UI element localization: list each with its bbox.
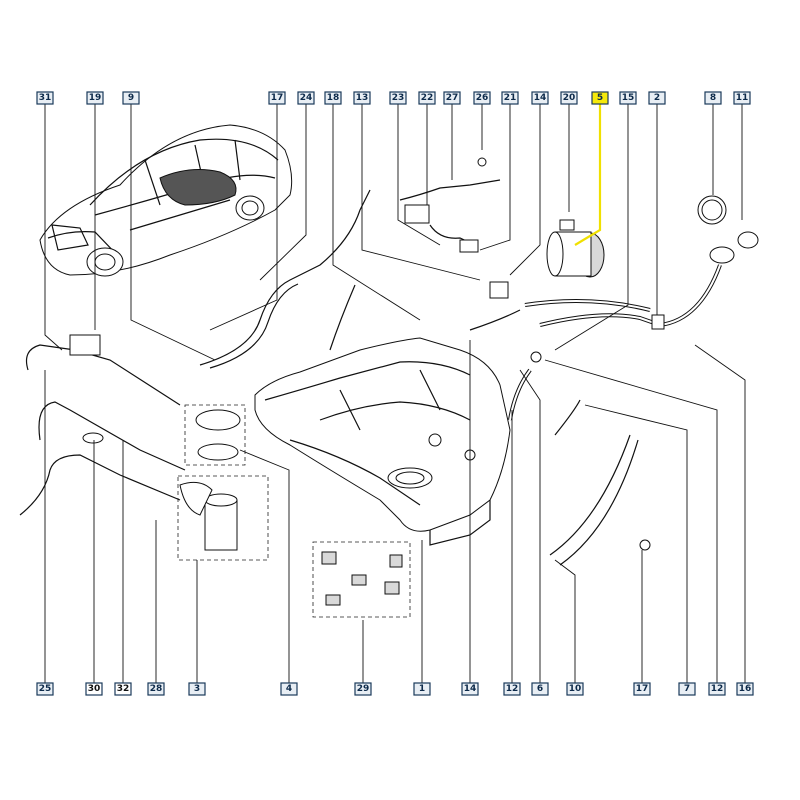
callout-text: 23 (392, 93, 405, 103)
fuel-lines-left (19, 334, 186, 516)
fuel-pump-module (177, 404, 269, 561)
callout-21[interactable]: 21 (501, 91, 519, 105)
callout-text: 6 (537, 684, 543, 694)
callout-text: 5 (597, 93, 603, 103)
callout-text: 4 (286, 684, 292, 694)
callout-text: 1 (419, 684, 425, 694)
callout-12-bottom-b[interactable]: 12 (708, 682, 726, 696)
callout-11[interactable]: 11 (733, 91, 751, 105)
callout-22[interactable]: 22 (418, 91, 436, 105)
callout-text: 13 (356, 93, 369, 103)
pads-kit (312, 541, 411, 618)
callout-text: 2 (654, 93, 660, 103)
callout-12-bottom-a[interactable]: 12 (503, 682, 521, 696)
callout-text: 29 (357, 684, 370, 694)
callout-17-top[interactable]: 17 (268, 91, 286, 105)
callout-text: 17 (271, 93, 284, 103)
callout-27[interactable]: 27 (443, 91, 461, 105)
callout-text: 8 (710, 93, 716, 103)
callout-14-bottom[interactable]: 14 (461, 682, 479, 696)
callout-text: 20 (563, 93, 576, 103)
hoses-straps-right (508, 351, 651, 566)
fuel-tank (254, 337, 511, 546)
callout-text: 25 (39, 684, 52, 694)
callout-text: 21 (504, 93, 517, 103)
callout-23[interactable]: 23 (389, 91, 407, 105)
bottom-callouts: 25 30 32 28 3 4 29 1 14 12 6 10 17 7 12 … (36, 682, 754, 696)
top-callouts: 31 19 9 17 24 18 13 23 22 27 26 21 14 20… (36, 91, 751, 105)
callout-text: 14 (464, 684, 477, 694)
callout-text: 16 (739, 684, 752, 694)
callout-19[interactable]: 19 (86, 91, 104, 105)
callout-30[interactable]: 30 (85, 682, 103, 696)
callout-text: 32 (117, 684, 130, 694)
callout-text: 26 (476, 93, 489, 103)
callout-1[interactable]: 1 (413, 682, 431, 696)
callout-2[interactable]: 2 (648, 91, 666, 105)
callout-18[interactable]: 18 (324, 91, 342, 105)
callout-32[interactable]: 32 (114, 682, 132, 696)
callout-10[interactable]: 10 (566, 682, 584, 696)
callout-text: 24 (300, 93, 313, 103)
callout-text: 12 (506, 684, 519, 694)
filler-neck (524, 195, 759, 330)
callout-15[interactable]: 15 (619, 91, 637, 105)
callout-text: 31 (39, 93, 52, 103)
leader-lines (44, 104, 746, 683)
charcoal-canister (546, 219, 605, 278)
callout-8[interactable]: 8 (704, 91, 722, 105)
callout-16[interactable]: 16 (736, 682, 754, 696)
callout-5-highlighted[interactable]: 5 (591, 91, 609, 105)
callout-13[interactable]: 13 (353, 91, 371, 105)
callout-4[interactable]: 4 (280, 682, 298, 696)
callout-7[interactable]: 7 (678, 682, 696, 696)
callout-text: 12 (711, 684, 724, 694)
callout-text: 10 (569, 684, 582, 694)
callout-text: 18 (327, 93, 340, 103)
callout-text: 15 (622, 93, 635, 103)
callout-text: 7 (684, 684, 690, 694)
callout-text: 30 (88, 684, 101, 694)
callout-text: 28 (150, 684, 163, 694)
callout-text: 3 (194, 684, 200, 694)
callout-26[interactable]: 26 (473, 91, 491, 105)
callout-3[interactable]: 3 (188, 682, 206, 696)
callout-25[interactable]: 25 (36, 682, 54, 696)
callout-6[interactable]: 6 (531, 682, 549, 696)
callout-29[interactable]: 29 (354, 682, 372, 696)
callout-text: 14 (534, 93, 547, 103)
car-illustration (39, 124, 293, 277)
callout-text: 19 (89, 93, 102, 103)
callout-9[interactable]: 9 (122, 91, 140, 105)
vent-hoses (199, 157, 521, 369)
callout-text: 17 (636, 684, 649, 694)
callout-14-top[interactable]: 14 (531, 91, 549, 105)
callout-28[interactable]: 28 (147, 682, 165, 696)
callout-text: 22 (421, 93, 434, 103)
callout-24[interactable]: 24 (297, 91, 315, 105)
callout-text: 11 (736, 93, 749, 103)
callout-31[interactable]: 31 (36, 91, 54, 105)
callout-text: 9 (128, 93, 134, 103)
callout-20[interactable]: 20 (560, 91, 578, 105)
callout-text: 27 (446, 93, 459, 103)
callout-17-bottom[interactable]: 17 (633, 682, 651, 696)
